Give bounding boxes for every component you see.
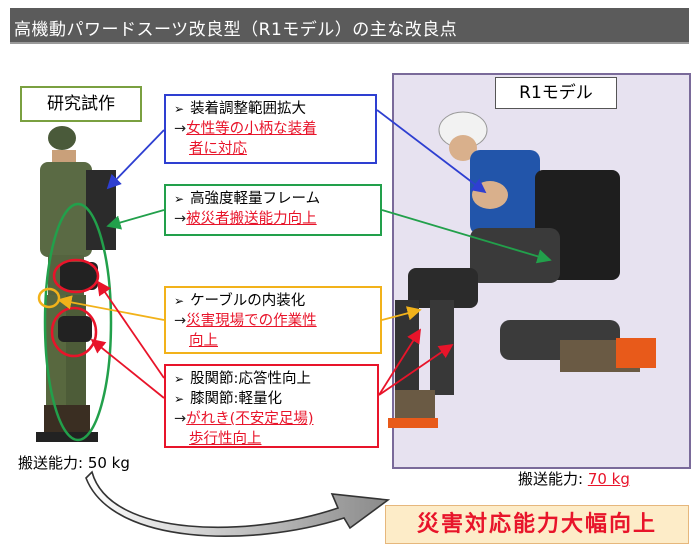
r1-capacity: 搬送能力: 70 kg xyxy=(518,468,630,489)
transition-arrow xyxy=(85,470,391,538)
callout-note: 災害現場での作業性 xyxy=(186,313,317,329)
result-banner: 災害対応能力大幅向上 xyxy=(385,505,689,544)
prototype-suit-figure xyxy=(36,126,116,442)
connector-lines xyxy=(57,109,552,399)
arrow-glyph: → xyxy=(174,411,187,427)
callout-item: 膝関節:軽量化 xyxy=(174,389,369,409)
prototype-capacity: 搬送能力: 50 kg xyxy=(18,454,130,472)
arrow-glyph: → xyxy=(174,211,187,227)
callout-internal-cables: ケーブルの内装化 →災害現場での作業性 向上 xyxy=(164,286,382,354)
callout-note: 女性等の小柄な装着 xyxy=(186,121,317,137)
arrow-glyph: → xyxy=(174,313,187,329)
callout-note: 向上 xyxy=(189,333,218,349)
callout-lightweight-frame: 高強度軽量フレーム →被災者搬送能力向上 xyxy=(164,184,382,236)
callout-item: 股関節:応答性向上 xyxy=(174,369,369,389)
callout-item: 装着調整範囲拡大 xyxy=(174,99,367,119)
callout-adjustment-range: 装着調整範囲拡大 →女性等の小柄な装着 者に対応 xyxy=(164,94,377,164)
prototype-label: 研究試作 xyxy=(20,86,142,122)
r1-capacity-value: 70 kg xyxy=(587,470,630,488)
callout-note: 者に対応 xyxy=(189,141,247,157)
title-bar xyxy=(10,8,689,44)
r1-capacity-label: 搬送能力: xyxy=(518,470,588,488)
r1-suit-figure xyxy=(388,111,656,428)
callout-item: ケーブルの内装化 xyxy=(174,291,372,311)
callout-joints: 股関節:応答性向上 膝関節:軽量化 →がれき(不安定足場) 歩行性向上 xyxy=(164,364,379,448)
r1-model-label: R1モデル xyxy=(495,77,617,109)
callout-note: 歩行性向上 xyxy=(189,431,262,447)
callout-note: がれき(不安定足場) xyxy=(186,411,314,427)
callout-item: 高強度軽量フレーム xyxy=(174,189,372,209)
page-title: 高機動パワードスーツ改良型（R1モデル）の主な改良点 xyxy=(14,20,458,40)
callout-note: 被災者搬送能力向上 xyxy=(186,211,317,227)
arrow-glyph: → xyxy=(174,121,187,137)
